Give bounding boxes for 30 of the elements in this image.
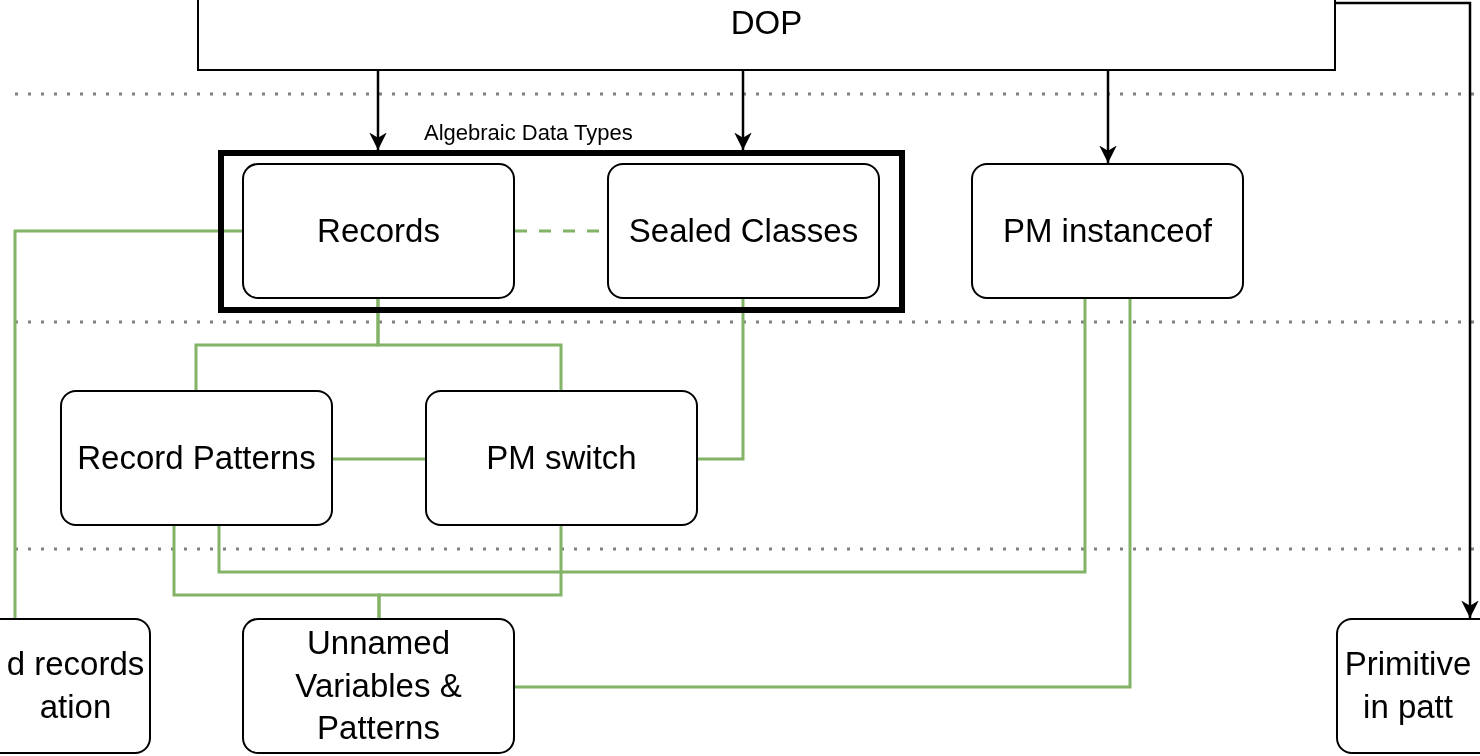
- connector-line: [333, 457, 425, 461]
- node-label: Primitive in patt: [1343, 644, 1473, 727]
- arrow: [369, 71, 387, 150]
- rounded-box: [425, 390, 698, 526]
- connector-line: [698, 299, 745, 461]
- rounded-box: [607, 163, 880, 299]
- arrow: [1336, 1, 1479, 618]
- rounded-box: [1336, 618, 1480, 754]
- node-label: DOP: [729, 3, 804, 43]
- connector-line: [377, 526, 563, 618]
- rounded-box: [60, 390, 333, 526]
- rounded-box: [0, 618, 151, 754]
- connector-line: [13, 229, 242, 618]
- rounded-box: [971, 163, 1244, 299]
- node-label: Sealed Classes: [627, 210, 860, 251]
- node-label: PM instanceof: [1001, 210, 1214, 251]
- process-box: [197, 0, 1336, 71]
- connector-line: [376, 299, 563, 390]
- node-label: PM switch: [485, 437, 638, 478]
- group-title: Algebraic Data Types: [424, 119, 633, 147]
- connector-line: [515, 299, 1132, 689]
- rounded-box: [242, 618, 515, 754]
- arrow: [1099, 71, 1117, 163]
- connector-line: [217, 299, 1087, 574]
- arrow: [734, 71, 752, 150]
- node-label: Records: [316, 210, 441, 251]
- rounded-box: [242, 163, 515, 299]
- node-label: Unnamed Variables & Patterns: [294, 622, 463, 749]
- node-label: d records ation: [5, 644, 146, 727]
- node-label: Record Patterns: [76, 437, 317, 478]
